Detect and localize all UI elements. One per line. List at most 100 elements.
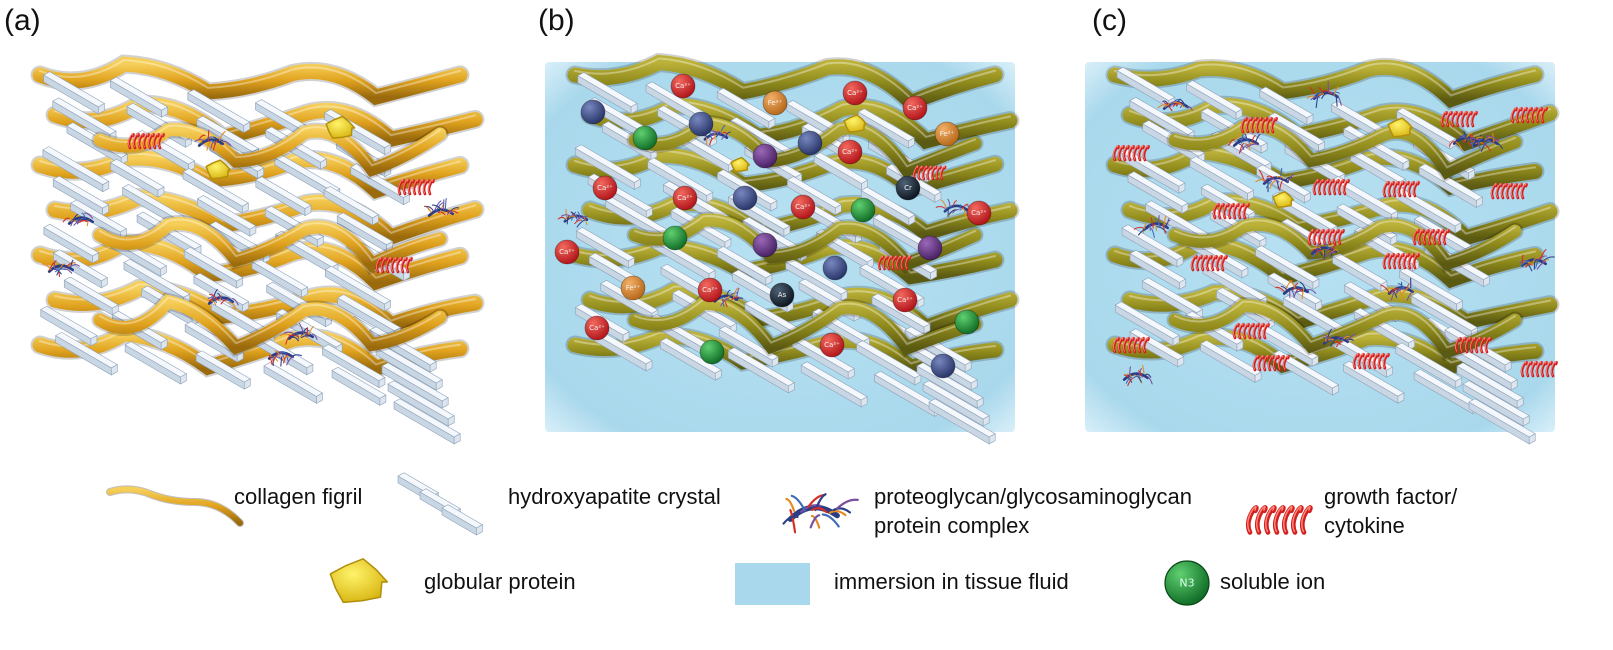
proteoglycan-chain [1331, 249, 1339, 253]
hydroxyapatite-crystal-end [917, 297, 925, 309]
proteoglycan-chain [435, 202, 444, 212]
proteoglycan-chain [1317, 87, 1324, 95]
collagen-fibril [93, 294, 447, 355]
hydroxyapatite-crystal-end [976, 397, 984, 409]
hydroxyapatite-crystal-end [646, 207, 653, 219]
growth-factor-helix-highlight [1113, 145, 1149, 160]
growth-factor-helix-highlight [376, 257, 412, 272]
hydroxyapatite-crystal-end [1178, 182, 1186, 194]
proteoglycan-chain [232, 297, 239, 306]
hydroxyapatite-crystal-end [706, 191, 714, 204]
hydroxyapatite-crystal-end [908, 137, 915, 149]
proteoglycan-chain [274, 350, 281, 357]
proteoglycan-chain [1315, 96, 1319, 109]
legend-growth-label-2: cytokine [1324, 513, 1405, 538]
hydroxyapatite-crystal-end [934, 191, 942, 203]
hydroxyapatite-crystal-end [1332, 384, 1339, 396]
proteoglycan-chain [1536, 261, 1547, 270]
proteoglycan-chain [1477, 141, 1481, 150]
proteoglycan-chain [1324, 251, 1337, 257]
proteoglycan-chain [1520, 260, 1530, 267]
soluble-ion-label: Ca²⁺ [842, 148, 858, 156]
proteoglycan-chain [571, 212, 578, 219]
soluble-ion [662, 225, 688, 251]
proteoglycan-chain [1463, 130, 1468, 143]
proteoglycan-chain [1251, 135, 1256, 142]
proteoglycan-chain [1482, 142, 1491, 152]
proteoglycan-chain [194, 139, 206, 142]
proteoglycan-chain [1137, 370, 1143, 378]
proteoglycan-chain [72, 264, 80, 267]
proteoglycan-core [943, 204, 969, 213]
proteoglycan-chain [565, 209, 568, 221]
proteoglycan-chain [80, 218, 92, 223]
proteoglycan-chain [1288, 279, 1296, 289]
proteoglycan-chain [1238, 143, 1244, 154]
hydroxyapatite-crystal-end [453, 433, 461, 445]
proteoglycan-chain [1400, 286, 1410, 296]
hydroxyapatite-crystal-end [160, 338, 168, 351]
soluble-ion [902, 95, 928, 121]
proteoglycan-chain [1276, 176, 1285, 180]
proteoglycan-chain [1150, 228, 1155, 238]
hydroxyapatite-crystal-end [242, 202, 249, 214]
proteoglycan-chain [1137, 227, 1149, 236]
proteoglycan-chain [220, 299, 228, 305]
soluble-ion [930, 353, 956, 379]
proteoglycan-chain [288, 334, 299, 338]
hydroxyapatite-crystal-end [185, 136, 192, 148]
hydroxyapatite-crystal-end [236, 351, 244, 363]
hydroxyapatite-crystal-end [1386, 366, 1393, 378]
proteoglycan-chain [1321, 93, 1328, 100]
proteoglycan-chain [221, 296, 232, 301]
proteoglycan-chain [1255, 179, 1267, 183]
collagen-fibril [628, 213, 982, 272]
proteoglycan-chain [52, 268, 62, 275]
proteoglycan-chain [292, 336, 299, 342]
soluble-ion-label: As [778, 291, 787, 299]
collagen-fibril [1168, 119, 1522, 180]
hydroxyapatite-crystal-end [1306, 113, 1314, 126]
proteoglycan-chain [721, 134, 728, 140]
soluble-ion-label: Fe²⁺ [940, 130, 955, 138]
proteoglycan-chain [1161, 224, 1166, 234]
proteoglycan-chain [1390, 290, 1396, 301]
proteoglycan-chain [721, 297, 725, 308]
proteoglycan-chain [1133, 375, 1141, 379]
proteoglycan-chain [1448, 140, 1455, 147]
proteoglycan-chain [1491, 139, 1500, 143]
proteoglycan-chain [1125, 373, 1133, 378]
growth-factor-helix-highlight [913, 165, 946, 179]
legend-fluid-swatch [735, 563, 810, 605]
hydroxyapatite-crystal-end [771, 356, 779, 368]
hydroxyapatite-crystal-end [102, 204, 109, 216]
proteoglycan-chain [1154, 224, 1158, 232]
proteoglycan-chain [198, 134, 206, 140]
hydroxyapatite-crystal-end [1402, 159, 1410, 171]
proteoglycan-chain [295, 332, 300, 340]
soluble-ion [837, 139, 863, 165]
proteoglycan-chain [1154, 218, 1161, 228]
growth-factor-helix [1307, 228, 1345, 246]
proteoglycan-chain [450, 207, 460, 212]
proteoglycan-chain [1133, 226, 1145, 230]
legend-fluid-label: immersion in tissue fluid [834, 569, 1069, 594]
proteoglycan-chain [560, 214, 571, 217]
growth-factor-helix-highlight [1521, 361, 1557, 376]
legend-ion-label: soluble ion [1220, 569, 1326, 594]
proteoglycan-chain [1322, 90, 1333, 95]
growth-factor-helix [1352, 352, 1390, 370]
growth-factor-helix-highlight [128, 133, 164, 148]
proteoglycan-chain [1125, 376, 1132, 384]
proteoglycan-chain [785, 497, 796, 512]
proteoglycan-chain [952, 208, 959, 214]
hydroxyapatite-crystal-end [1304, 192, 1311, 204]
growth-factor-helix-highlight [398, 179, 434, 194]
proteoglycan-chain [42, 263, 52, 271]
collagen-fibril-highlight [1114, 62, 1536, 97]
proteoglycan-chain [1487, 135, 1499, 142]
proteoglycan-chain [1390, 288, 1399, 294]
hydroxyapatite-crystal-end [301, 286, 308, 298]
hydroxyapatite-crystal-end [1236, 340, 1244, 352]
proteoglycan-chain [308, 326, 314, 336]
